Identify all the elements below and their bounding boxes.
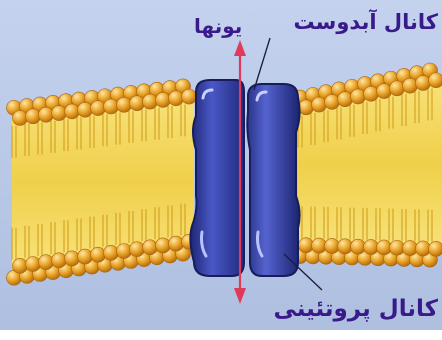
phospholipid-head: [312, 97, 327, 112]
phospholipid-head: [429, 73, 442, 88]
phospholipid-head: [26, 109, 41, 124]
protein-channel: [190, 80, 299, 276]
label-ions: یونها: [194, 16, 242, 36]
phospholipid-head: [364, 86, 379, 101]
phospholipid-head: [429, 241, 442, 256]
phospholipid-head: [377, 84, 392, 99]
phospholipid-head: [156, 238, 171, 253]
phospholipid-head: [91, 101, 106, 116]
phospholipid-head: [325, 94, 340, 109]
phospholipid-head: [104, 99, 119, 114]
protein-subunit-right: [247, 84, 299, 276]
phospholipid-head: [169, 236, 184, 251]
phospholipid-head: [52, 253, 67, 268]
phospholipid-head: [26, 257, 41, 272]
phospholipid-head: [143, 94, 158, 109]
phospholipid-head: [390, 81, 405, 96]
phospholipid-head: [39, 107, 54, 122]
phospholipid-head: [416, 75, 431, 90]
phospholipid-head: [78, 102, 93, 117]
phospholipid-head: [182, 89, 197, 104]
phospholipid-head: [169, 91, 184, 106]
phospholipid-head: [117, 244, 132, 259]
phospholipid-head: [65, 251, 80, 266]
phospholipid-head: [65, 104, 80, 119]
phospholipid-head: [78, 249, 93, 264]
phospholipid-head: [13, 110, 28, 125]
phospholipid-head: [130, 96, 145, 111]
phospholipid-head: [117, 97, 132, 112]
phospholipid-head: [104, 245, 119, 260]
phospholipid-head: [52, 106, 67, 121]
phospholipid-head: [403, 78, 418, 93]
phospholipid-head: [39, 255, 54, 270]
phospholipid-head: [13, 258, 28, 273]
phospholipid-head: [156, 92, 171, 107]
label-hydrophilic-channel: کانال آبدوست: [293, 12, 438, 33]
phospholipid-head: [91, 247, 106, 262]
phospholipid-head: [338, 92, 353, 107]
phospholipid-head: [130, 242, 145, 257]
label-protein-channel: کانال پروتئینی: [273, 298, 438, 321]
protein-subunit-left: [190, 80, 244, 276]
phospholipid-head: [299, 100, 314, 115]
phospholipid-head: [143, 240, 158, 255]
phospholipid-head: [351, 89, 366, 104]
